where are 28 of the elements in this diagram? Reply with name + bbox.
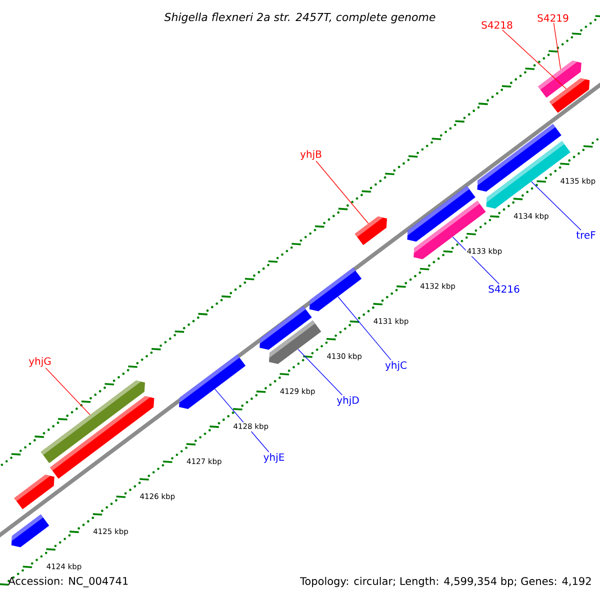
gene-label: yhjD — [336, 396, 359, 406]
gene-label: S4219 — [538, 14, 568, 22]
gene-bar — [11, 514, 50, 548]
leader-line — [45, 368, 90, 416]
gene-bar — [354, 216, 387, 246]
gene-label: yhjC — [385, 361, 406, 371]
leader-line — [452, 236, 500, 284]
leader-line — [298, 348, 343, 396]
gene-bar — [549, 78, 590, 113]
leader-line — [338, 296, 392, 360]
leader-line — [316, 160, 369, 224]
leader-line — [553, 22, 561, 70]
leader-line — [502, 30, 567, 90]
gene-label: S4218 — [482, 21, 512, 29]
gene-bar — [50, 396, 154, 479]
gene-label: yhjG — [28, 357, 51, 367]
leader-line — [531, 181, 582, 230]
footer-text: Accession: NC_004741 — [8, 576, 128, 588]
gene-label: yhjE — [264, 453, 284, 463]
gene-label: yhjB — [300, 150, 322, 160]
gene-bar — [269, 320, 322, 364]
gene-bar — [14, 474, 54, 510]
gene-bar — [179, 354, 246, 409]
footer-text: Topology: circular; Length: 4,599,354 bp; Genes: 4,192 — [300, 576, 591, 588]
title: Shigella flexneri 2a str. 2457T, complete genome — [164, 12, 436, 24]
gene-label: S4216 — [488, 285, 520, 293]
gene-label: treF — [576, 231, 596, 239]
gene-bar — [309, 268, 362, 312]
